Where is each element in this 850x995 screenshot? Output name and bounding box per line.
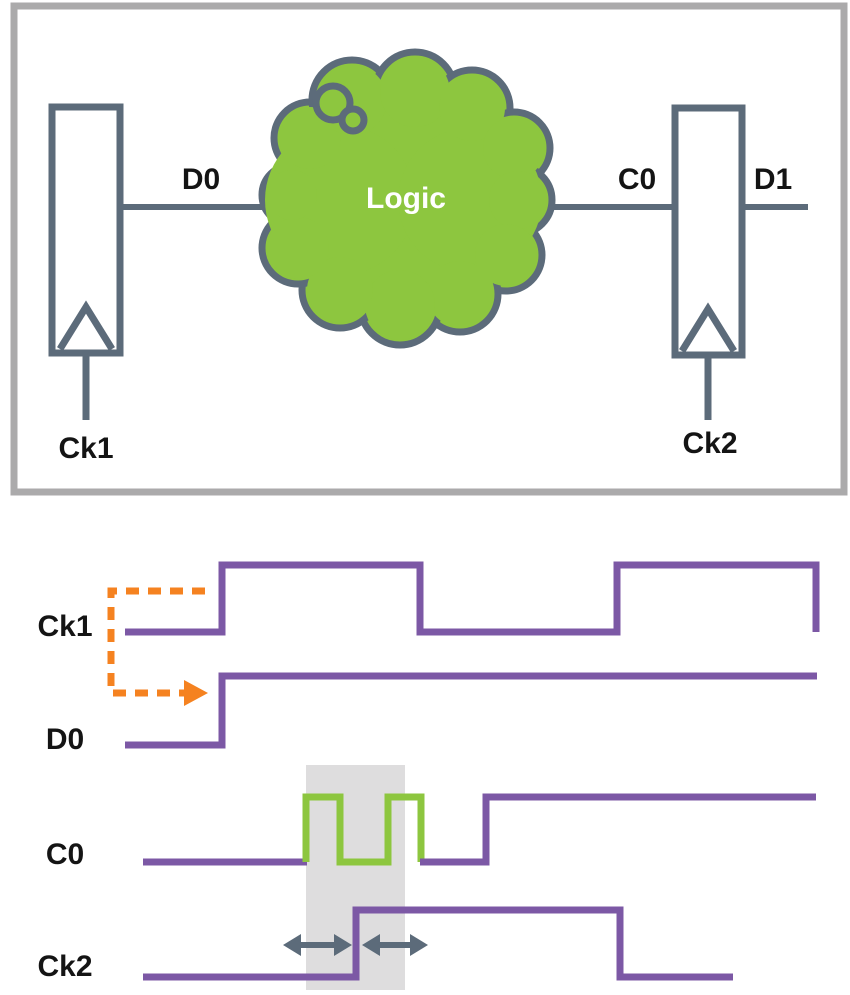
ck2-waveform (143, 906, 733, 981)
flipflop-body (48, 103, 124, 357)
logic-cloud: Logic (258, 48, 556, 349)
ck2-pin-label: Ck2 (682, 427, 737, 460)
d0-waveform (125, 672, 817, 749)
flipflop-body (671, 104, 746, 359)
cloud-fill (475, 224, 537, 286)
arrowhead-right-icon (410, 934, 428, 956)
d1-wire-label: D1 (754, 163, 792, 196)
cloud-fill (267, 217, 329, 279)
clock-edge-triangle-icon (679, 302, 737, 353)
arrowhead-icon (184, 680, 208, 706)
d0-wire-label: D0 (182, 163, 220, 196)
d0-signal-label: D0 (46, 723, 84, 756)
cloud-fill (427, 261, 493, 327)
ck1-pin-label: Ck1 (58, 432, 113, 465)
block-diagram: Logic D0 C0 D1 Ck1 Ck2 (10, 2, 848, 496)
cloud-swirl-icon (338, 105, 368, 135)
cloud-fill (267, 170, 317, 220)
right-flipflop (671, 104, 746, 420)
cloud-fill (489, 171, 547, 229)
left-flipflop (48, 103, 124, 420)
cloud-fill (380, 57, 450, 127)
ck1-signal-label: Ck1 (37, 610, 92, 643)
arrowhead-left-icon (283, 934, 301, 956)
cloud-fill (365, 270, 435, 340)
cloud-fill (439, 75, 505, 141)
setup-window-arrow (283, 934, 352, 956)
cloud-fill (483, 117, 545, 179)
diagram-border-box (10, 2, 848, 496)
ck1-waveform (125, 561, 820, 636)
cloud-label: Logic (366, 182, 446, 215)
c0-waveform-right (420, 793, 816, 866)
c0-wire-label: C0 (618, 163, 656, 196)
timing-diagram: Ck1 D0 C0 Ck2 (37, 561, 820, 990)
arrowhead-left-icon (362, 934, 380, 956)
clock-edge-triangle-icon (57, 300, 115, 351)
cloud-fill (307, 257, 373, 323)
arrowhead-right-icon (334, 934, 352, 956)
hold-window-arrow (362, 934, 428, 956)
ck2-signal-label: Ck2 (37, 950, 92, 983)
clock-to-data-arrow (107, 587, 205, 697)
c0-glitch-waveform (302, 793, 425, 866)
c0-signal-label: C0 (46, 838, 84, 871)
